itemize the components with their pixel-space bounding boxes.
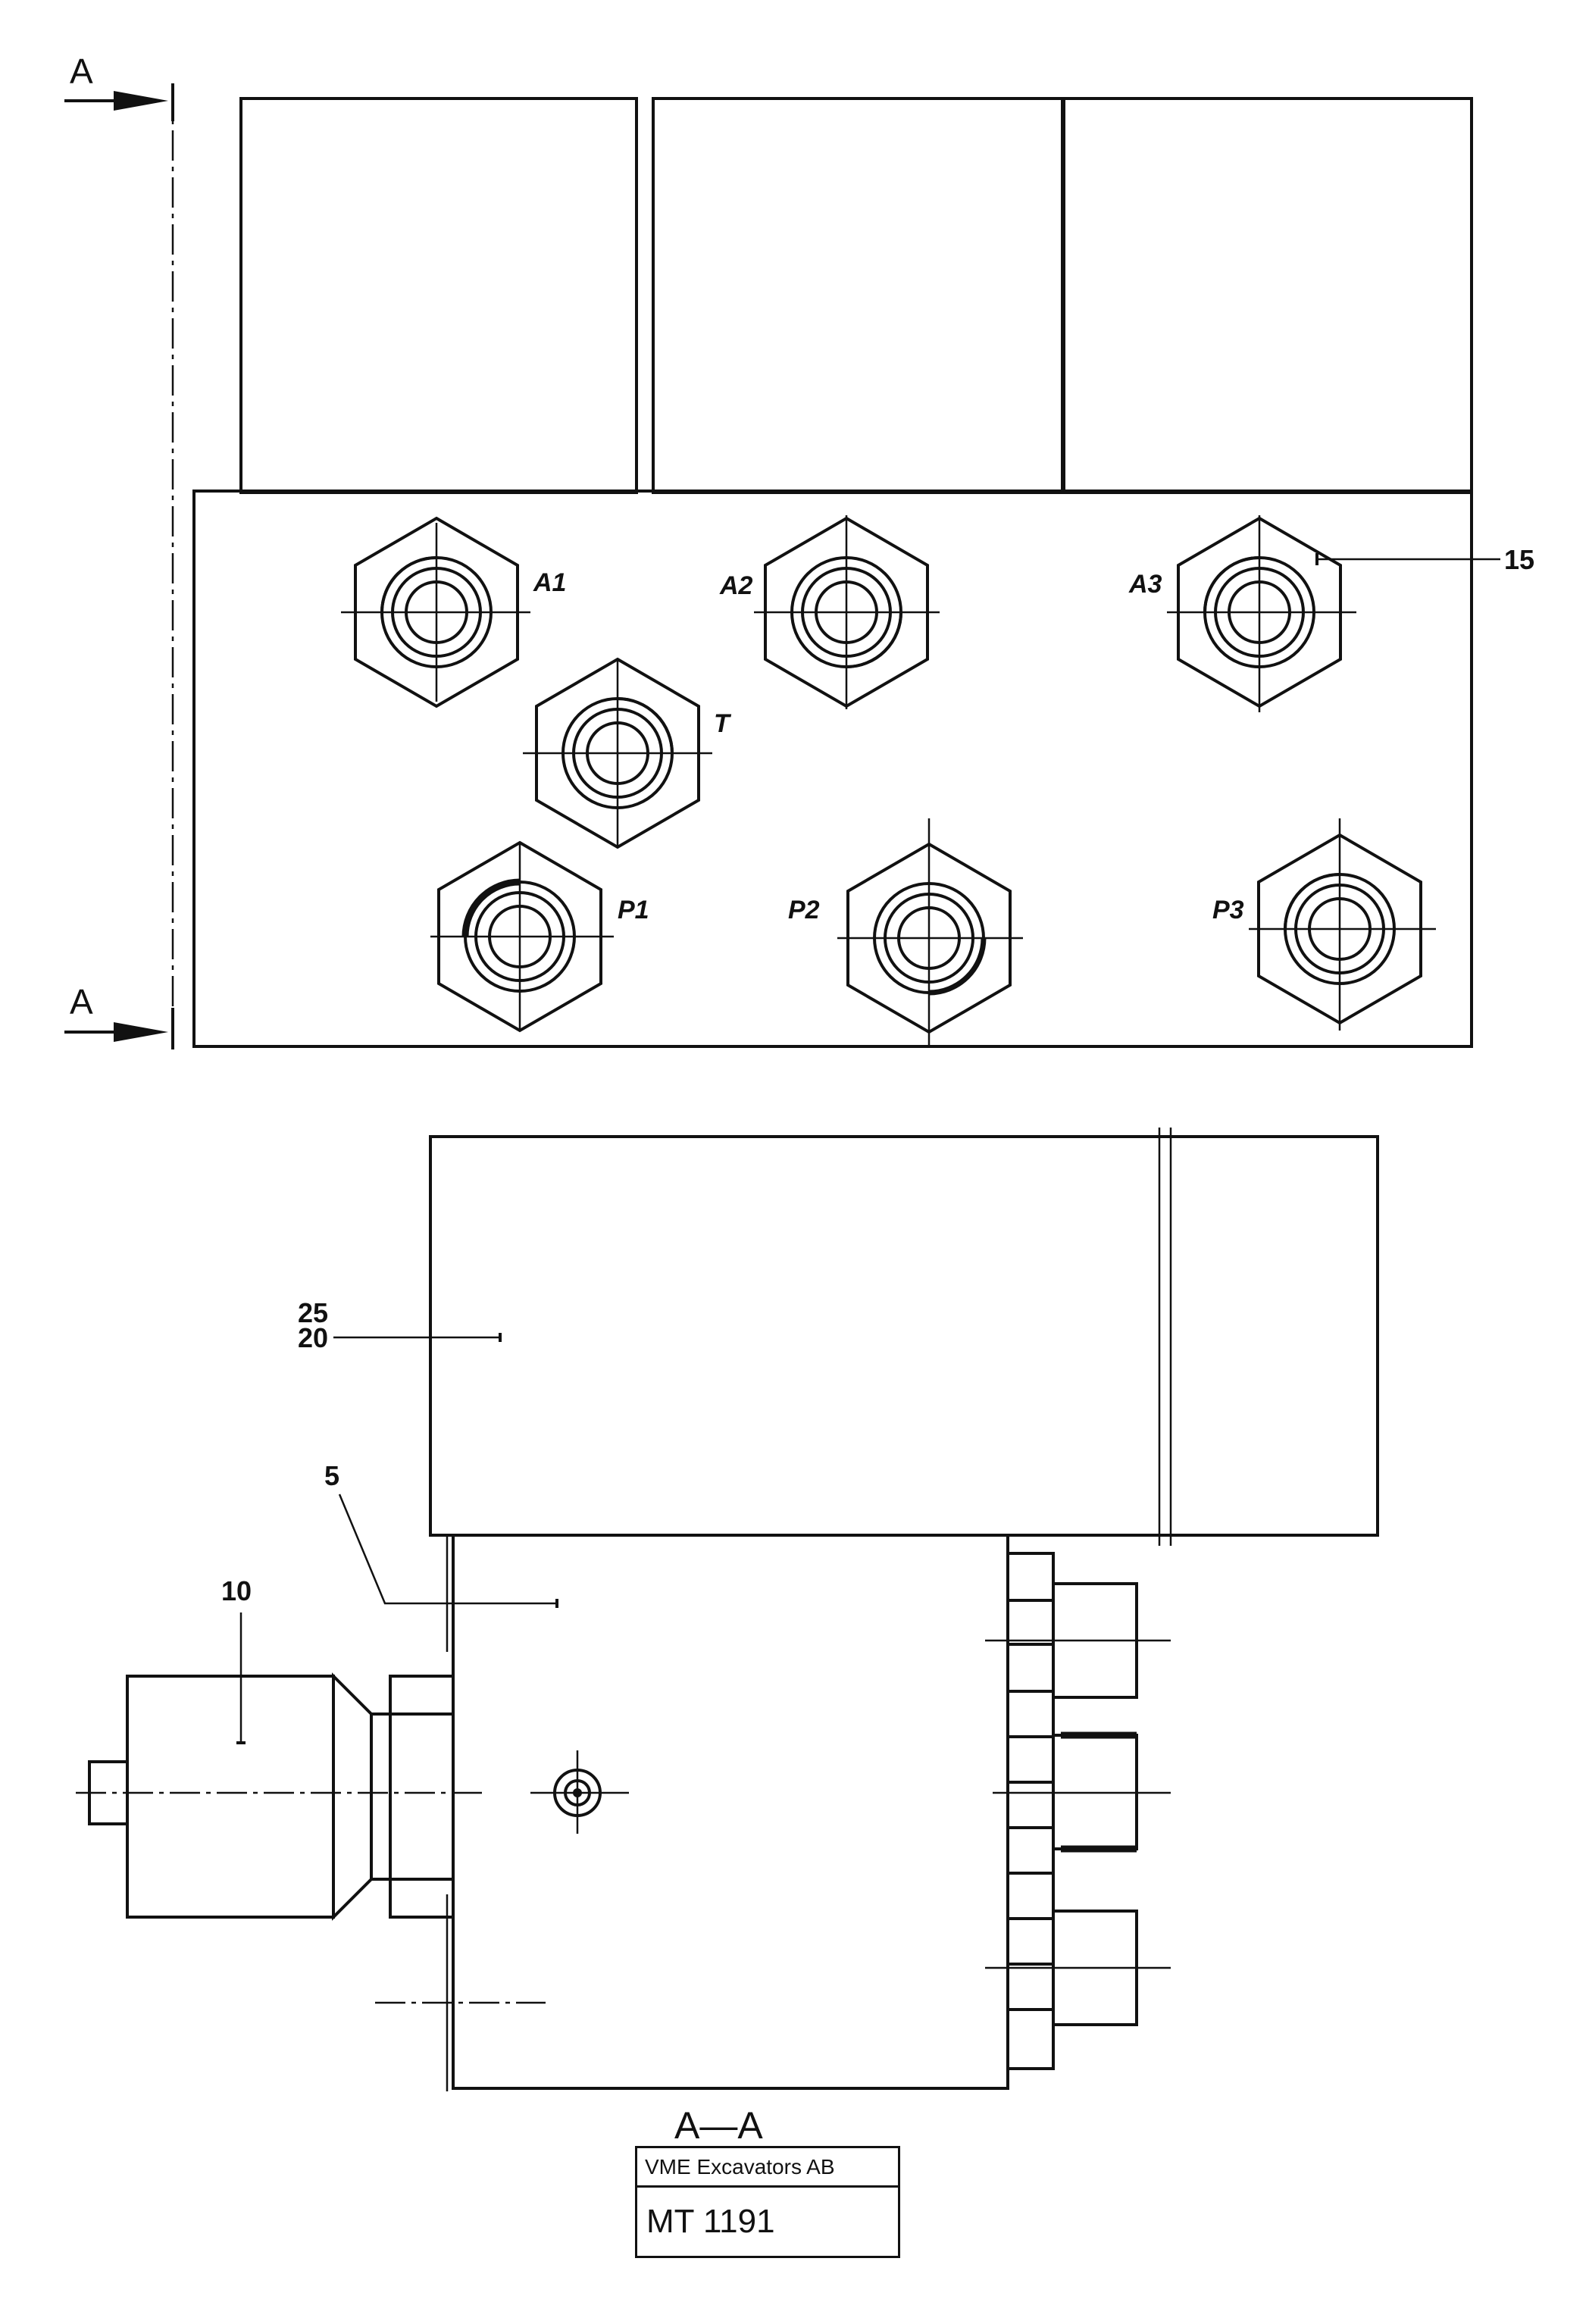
port-fitting-t (523, 657, 712, 849)
cartridge-coil (126, 1675, 335, 1919)
port-label-p2: P2 (788, 896, 820, 924)
port-fitting-p3 (1249, 818, 1436, 1031)
side-fitting-lower (985, 1910, 1171, 2026)
position-number-5: 5 (324, 1460, 339, 1491)
port-fitting-a1 (341, 516, 530, 708)
side-solenoid-housing (429, 1135, 1379, 1537)
port-fitting-a3 (1167, 515, 1356, 712)
top-view: A A A1 (64, 52, 1534, 1049)
port-label-p3: P3 (1212, 896, 1244, 924)
cartridge-hex (389, 1675, 455, 1919)
side-valve-body (452, 1534, 1009, 2090)
port-label-a2: A2 (719, 571, 753, 600)
side-fitting-upper (985, 1582, 1171, 1699)
section-letter-bottom: A (70, 982, 93, 1021)
drawing-number: MT 1191 (646, 2203, 775, 2240)
section-view: 25 20 5 (76, 1128, 1379, 2149)
position-number-20: 20 (298, 1322, 328, 1353)
side-fitting-middle (993, 1731, 1171, 1853)
port-label-a3: A3 (1128, 570, 1162, 599)
title-block: VME Excavators AB MT 1191 (635, 2146, 900, 2258)
position-number-15: 15 (1504, 544, 1534, 575)
section-arrow-top (64, 91, 168, 111)
solenoid-housing-1 (239, 97, 638, 494)
company-name: VME Excavators AB (637, 2148, 898, 2188)
solenoid-housing-3 (1062, 97, 1473, 494)
port-label-a1: A1 (533, 568, 566, 597)
center-mark (530, 1750, 629, 1834)
leader-5 (338, 1494, 557, 1605)
port-fitting-p1 (430, 840, 614, 1033)
position-number-25: 25 (298, 1297, 328, 1328)
port-label-p1: P1 (618, 896, 649, 924)
right-nut-stack (1006, 1552, 1055, 2070)
section-view-title: A—A (674, 2104, 763, 2147)
cartridge-stem (88, 1760, 129, 1825)
valve-body (192, 490, 1473, 1048)
position-number-10: 10 (221, 1575, 252, 1606)
solenoid-housing-2 (652, 97, 1064, 494)
port-label-t: T (714, 709, 732, 738)
cartridge-nut (370, 1713, 392, 1881)
port-fitting-a2 (754, 515, 940, 709)
cartridge-assembly (88, 1672, 455, 1921)
port-fitting-p2 (837, 818, 1023, 1046)
section-letter-top: A (70, 52, 93, 91)
section-arrow-bottom (64, 1022, 168, 1042)
